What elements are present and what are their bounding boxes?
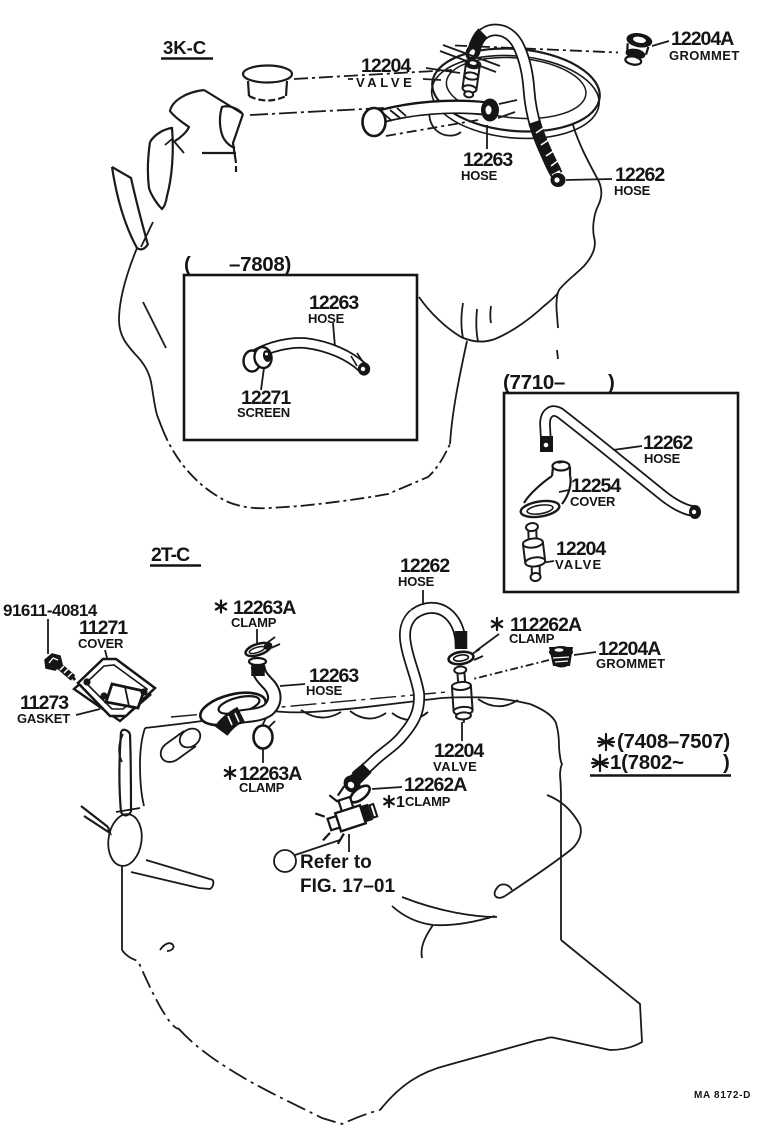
svg-text:COVER: COVER bbox=[78, 636, 124, 651]
svg-text:12263: 12263 bbox=[309, 292, 359, 314]
svg-text:12263A: 12263A bbox=[239, 763, 302, 785]
svg-text:COVER: COVER bbox=[570, 494, 616, 509]
svg-text:3K-C: 3K-C bbox=[163, 37, 206, 58]
svg-text:12262: 12262 bbox=[643, 432, 693, 454]
svg-text:12271: 12271 bbox=[241, 387, 291, 409]
svg-text:MA 8172-D: MA 8172-D bbox=[694, 1090, 751, 1101]
svg-text:2T-C: 2T-C bbox=[151, 544, 190, 566]
svg-text:12262: 12262 bbox=[400, 555, 450, 577]
svg-text:12263: 12263 bbox=[463, 149, 513, 171]
svg-text:HOSE: HOSE bbox=[398, 574, 435, 589]
svg-text:12204A: 12204A bbox=[671, 28, 734, 50]
svg-text:CLAMP: CLAMP bbox=[509, 631, 555, 646]
svg-text:CLAMP: CLAMP bbox=[239, 780, 285, 795]
svg-text:HOSE: HOSE bbox=[308, 311, 345, 326]
svg-text:SCREEN: SCREEN bbox=[237, 405, 290, 420]
svg-text:): ) bbox=[723, 751, 730, 774]
svg-text:12204: 12204 bbox=[434, 740, 484, 762]
svg-text:11273: 11273 bbox=[20, 692, 69, 714]
svg-text:12254: 12254 bbox=[571, 475, 621, 497]
svg-text:GROMMET: GROMMET bbox=[596, 656, 665, 671]
svg-text:VALVE: VALVE bbox=[555, 557, 602, 572]
svg-text:–7808): –7808) bbox=[229, 253, 291, 276]
svg-text:12204A: 12204A bbox=[598, 638, 661, 660]
svg-text:(7710–: (7710– bbox=[503, 371, 565, 394]
svg-text:GROMMET: GROMMET bbox=[669, 48, 740, 63]
svg-text:HOSE: HOSE bbox=[644, 451, 681, 466]
svg-text:1(7802~: 1(7802~ bbox=[610, 751, 684, 774]
svg-text:): ) bbox=[608, 371, 615, 394]
svg-text:12204: 12204 bbox=[361, 55, 411, 77]
svg-text:CLAMP: CLAMP bbox=[405, 794, 451, 809]
svg-text:91611-40814: 91611-40814 bbox=[3, 601, 98, 620]
svg-text:Refer to: Refer to bbox=[300, 852, 372, 873]
svg-text:FIG. 17–01: FIG. 17–01 bbox=[300, 876, 395, 897]
svg-text:12262: 12262 bbox=[615, 164, 665, 186]
svg-text:12262A: 12262A bbox=[404, 774, 467, 796]
svg-text:12263: 12263 bbox=[309, 665, 359, 687]
svg-text:112262A: 112262A bbox=[510, 614, 582, 636]
svg-text:VALVE: VALVE bbox=[356, 75, 415, 90]
svg-text:(: ( bbox=[184, 253, 191, 276]
svg-text:HOSE: HOSE bbox=[461, 168, 498, 183]
svg-text:GASKET: GASKET bbox=[17, 711, 70, 726]
svg-text:12263A: 12263A bbox=[233, 597, 296, 619]
svg-text:VALVE: VALVE bbox=[433, 759, 477, 774]
svg-text:12204: 12204 bbox=[556, 538, 606, 560]
svg-text:HOSE: HOSE bbox=[614, 183, 651, 198]
svg-text:11271: 11271 bbox=[79, 617, 128, 639]
svg-text:CLAMP: CLAMP bbox=[231, 615, 277, 630]
svg-text:HOSE: HOSE bbox=[306, 683, 343, 698]
svg-text:1: 1 bbox=[396, 794, 405, 811]
svg-text:(7408–7507): (7408–7507) bbox=[617, 730, 730, 753]
